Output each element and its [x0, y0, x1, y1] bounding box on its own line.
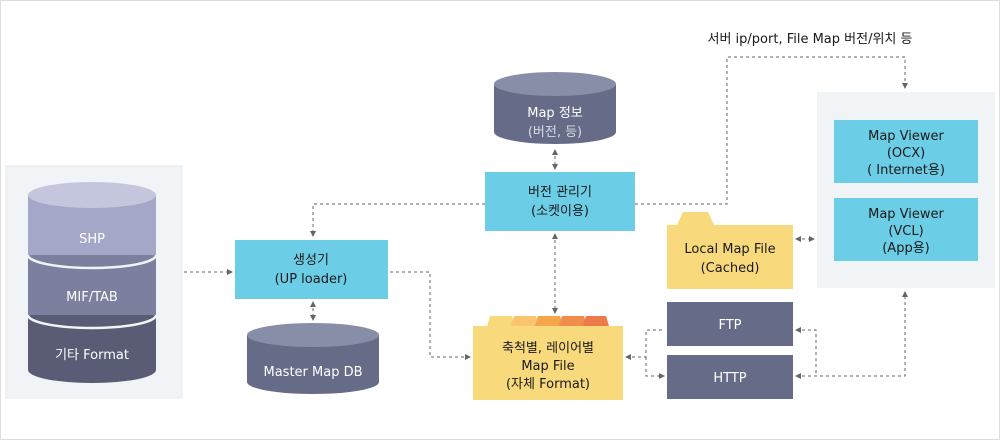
top-note: 서버 ip/port, File Map 버전/위치 등: [708, 32, 913, 47]
viewer-ocx-line1: Map Viewer: [868, 129, 944, 144]
ftp-label: FTP: [718, 318, 741, 333]
map-info-db-line2: (버전, 등): [528, 125, 582, 140]
arrow-version-mgr-to-generator: [310, 203, 485, 237]
local-map-file-line2: (Cached): [701, 261, 760, 276]
generator-label-line2: (UP loader): [275, 272, 348, 287]
map-file-line1: 축척별, 레이어별: [502, 341, 594, 356]
viewer-ocx-line2: (OCX): [887, 146, 925, 161]
viewer-vcl-line1: Map Viewer: [868, 207, 944, 222]
folder-tab-yellow: [487, 316, 515, 326]
generator-label-line1: 생성기: [293, 253, 329, 268]
map-file-line2: Map File: [521, 359, 574, 374]
http-box: HTTP: [667, 355, 793, 399]
local-map-file-line1: Local Map File: [684, 242, 775, 257]
map-info-db-line1: Map 정보: [527, 106, 583, 121]
source-formats-panel: SHP MIF/TAB 기타 Format: [5, 165, 183, 399]
arrow-generator-to-map-file: [390, 271, 471, 360]
version-manager-line1: 버전 관리기: [528, 185, 592, 200]
generator-box: 생성기 (UP loader): [235, 240, 388, 299]
mif-tab-db-layer: MIF/TAB: [26, 254, 158, 328]
local-folder-tab: [677, 212, 714, 225]
viewer-ocx-box: Map Viewer (OCX) ( Internet용): [834, 120, 978, 183]
map-file-line3: (자체 Format): [506, 377, 590, 392]
other-format-db-layer: 기타 Format: [26, 314, 158, 383]
http-label: HTTP: [713, 371, 746, 386]
arrow-map-file-servers: [626, 329, 664, 376]
master-map-db-label: Master Map DB: [263, 365, 362, 380]
arrow-http-to-viewer: [795, 291, 908, 379]
master-map-db: Master Map DB: [247, 323, 379, 394]
map-file-folder: 축척별, 레이어별 Map File (자체 Format): [473, 316, 623, 400]
folder-tab-orange: [535, 316, 563, 326]
folder-tab-red: [583, 316, 609, 326]
folder-tab-light-orange: [511, 316, 539, 326]
shp-label: SHP: [79, 232, 105, 247]
viewer-ocx-line3: ( Internet용): [867, 163, 945, 178]
viewer-panel: Map Viewer (OCX) ( Internet용) Map Viewer…: [817, 92, 995, 288]
viewer-vcl-line3: (App용): [882, 241, 930, 256]
viewer-vcl-box: Map Viewer (VCL) (App용): [834, 198, 978, 261]
version-manager-line2: (소켓이용): [531, 204, 589, 219]
local-map-file-folder: Local Map File (Cached): [667, 212, 793, 289]
arrow-version-mgr-to-viewer: [635, 56, 908, 205]
other-format-label: 기타 Format: [55, 348, 129, 363]
map-info-db: Map 정보 (버전, 등): [494, 72, 616, 144]
viewer-vcl-line2: (VCL): [888, 224, 923, 239]
mif-tab-label: MIF/TAB: [66, 290, 118, 305]
folder-tab-dark-orange: [559, 316, 587, 326]
shp-db-layer: SHP: [28, 182, 156, 268]
ftp-box: FTP: [667, 302, 793, 346]
version-manager-box: 버전 관리기 (소켓이용): [485, 172, 635, 231]
